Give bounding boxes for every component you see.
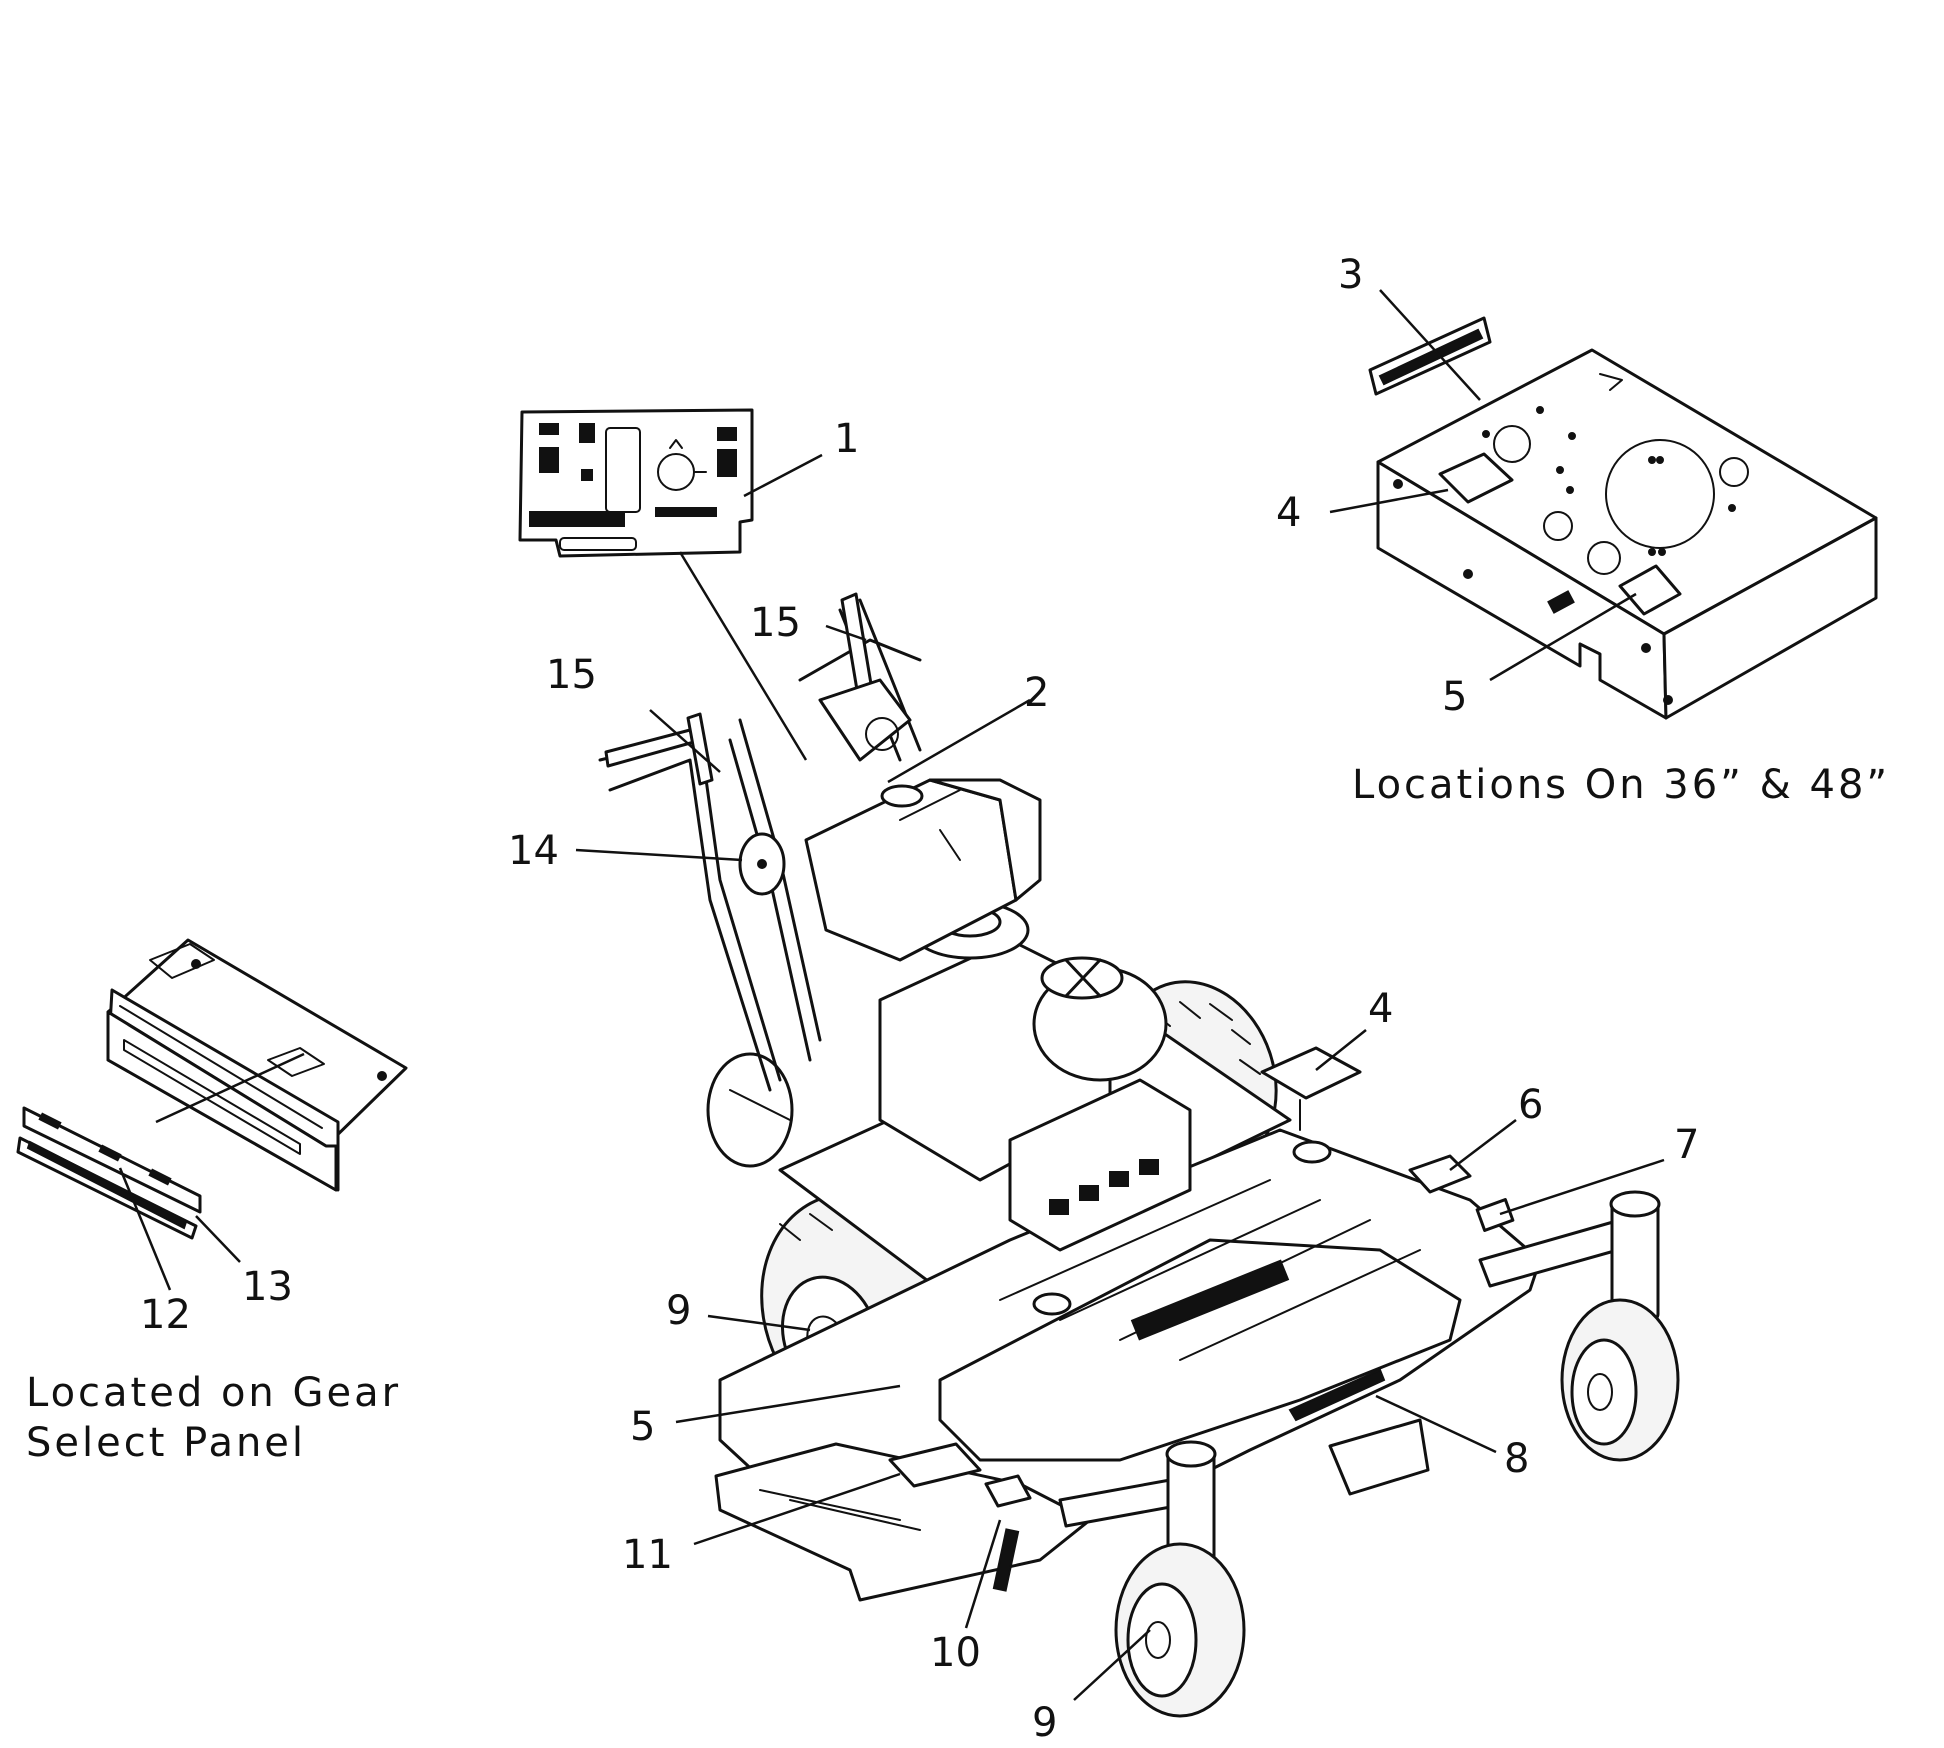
leader-4a [1329, 488, 1449, 514]
callout-5b: 5 [630, 1404, 655, 1450]
leader-5a [1489, 592, 1637, 682]
leader-5b [675, 1384, 901, 1424]
control-panel-decal [518, 408, 754, 558]
captions: Locations On 36” & 48” Located on Gear S… [26, 762, 1890, 1466]
leader-13-to-panel [155, 1052, 305, 1124]
leader-15b [825, 624, 867, 642]
callout-8: 8 [1504, 1436, 1529, 1482]
callout-5a: 5 [1442, 674, 1467, 720]
name-plate-decal [1368, 316, 1492, 396]
engine-deck-panel [1376, 348, 1878, 720]
callout-9b: 9 [1032, 1700, 1057, 1746]
leader-lines [118, 289, 1665, 1701]
leader-1-to-mower [678, 551, 808, 761]
callout-1: 1 [834, 416, 859, 462]
leader-6 [1449, 1119, 1517, 1171]
leader-7 [1499, 1158, 1665, 1216]
leader-13 [195, 1215, 241, 1263]
callout-numbers: 1 2 3 4 4 5 5 6 7 8 9 9 10 11 12 13 14 1… [140, 252, 1699, 1746]
mower-illustration [598, 592, 1680, 1718]
leader-4b [1315, 1029, 1367, 1071]
callout-6: 6 [1518, 1082, 1543, 1128]
callout-12: 12 [140, 1292, 191, 1338]
leader-10 [964, 1519, 1002, 1629]
callout-10: 10 [930, 1630, 981, 1676]
callout-15a: 15 [546, 652, 597, 698]
callout-7: 7 [1674, 1122, 1699, 1168]
gear-select-panel [16, 938, 408, 1240]
callout-15b: 15 [750, 600, 801, 646]
leader-2 [887, 698, 1031, 784]
callout-11: 11 [622, 1532, 673, 1578]
caption-gear-panel-line2: Select Panel [26, 1420, 306, 1466]
leader-11 [693, 1472, 901, 1546]
leader-9b [1073, 1629, 1151, 1701]
caption-gear-panel-line1: Located on Gear [26, 1370, 401, 1416]
callout-13: 13 [242, 1264, 293, 1310]
callout-4b: 4 [1368, 986, 1393, 1032]
leader-8 [1375, 1394, 1497, 1454]
leader-1 [743, 453, 823, 498]
callout-14: 14 [508, 828, 559, 874]
leader-14 [575, 848, 743, 862]
leader-12 [118, 1167, 172, 1291]
leader-15a [649, 709, 721, 773]
callout-2: 2 [1024, 670, 1049, 716]
callout-9a: 9 [666, 1288, 691, 1334]
callout-3: 3 [1338, 252, 1363, 298]
leader-3 [1379, 289, 1481, 401]
caption-locations-36-48: Locations On 36” & 48” [1352, 762, 1890, 808]
callout-4a: 4 [1276, 490, 1301, 536]
leader-9a [707, 1314, 811, 1332]
